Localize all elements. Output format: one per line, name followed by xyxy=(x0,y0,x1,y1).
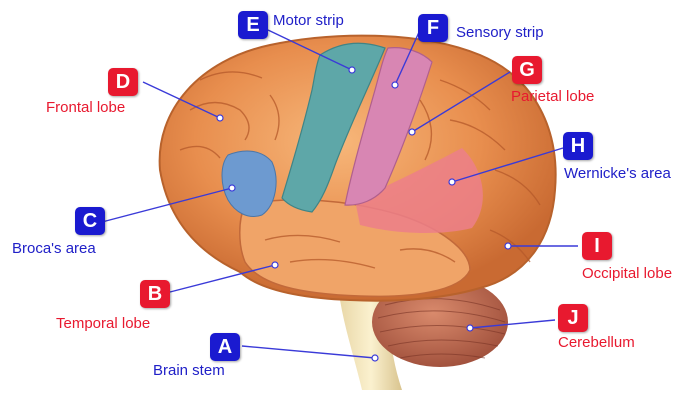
badge-h: H xyxy=(563,132,593,160)
badge-j: J xyxy=(558,304,588,332)
label-occipital-lobe: Occipital lobe xyxy=(582,265,672,283)
label-brocas-area: Broca's area xyxy=(12,240,96,258)
badge-a: A xyxy=(210,333,240,361)
label-parietal-lobe: Parietal lobe xyxy=(511,88,594,106)
label-motor-strip: Motor strip xyxy=(273,12,344,30)
label-sensory-strip: Sensory strip xyxy=(456,24,544,42)
badge-d: D xyxy=(108,68,138,96)
label-frontal-lobe: Frontal lobe xyxy=(46,99,125,117)
badge-f: F xyxy=(418,14,448,42)
badge-c: C xyxy=(75,207,105,235)
label-cerebellum: Cerebellum xyxy=(558,334,635,352)
badge-g: G xyxy=(512,56,542,84)
badge-e: E xyxy=(238,11,268,39)
badge-b: B xyxy=(140,280,170,308)
label-wernickes-area: Wernicke's area xyxy=(564,165,671,183)
badge-i: I xyxy=(582,232,612,260)
label-brain-stem: Brain stem xyxy=(153,362,225,380)
label-temporal-lobe: Temporal lobe xyxy=(56,315,150,333)
